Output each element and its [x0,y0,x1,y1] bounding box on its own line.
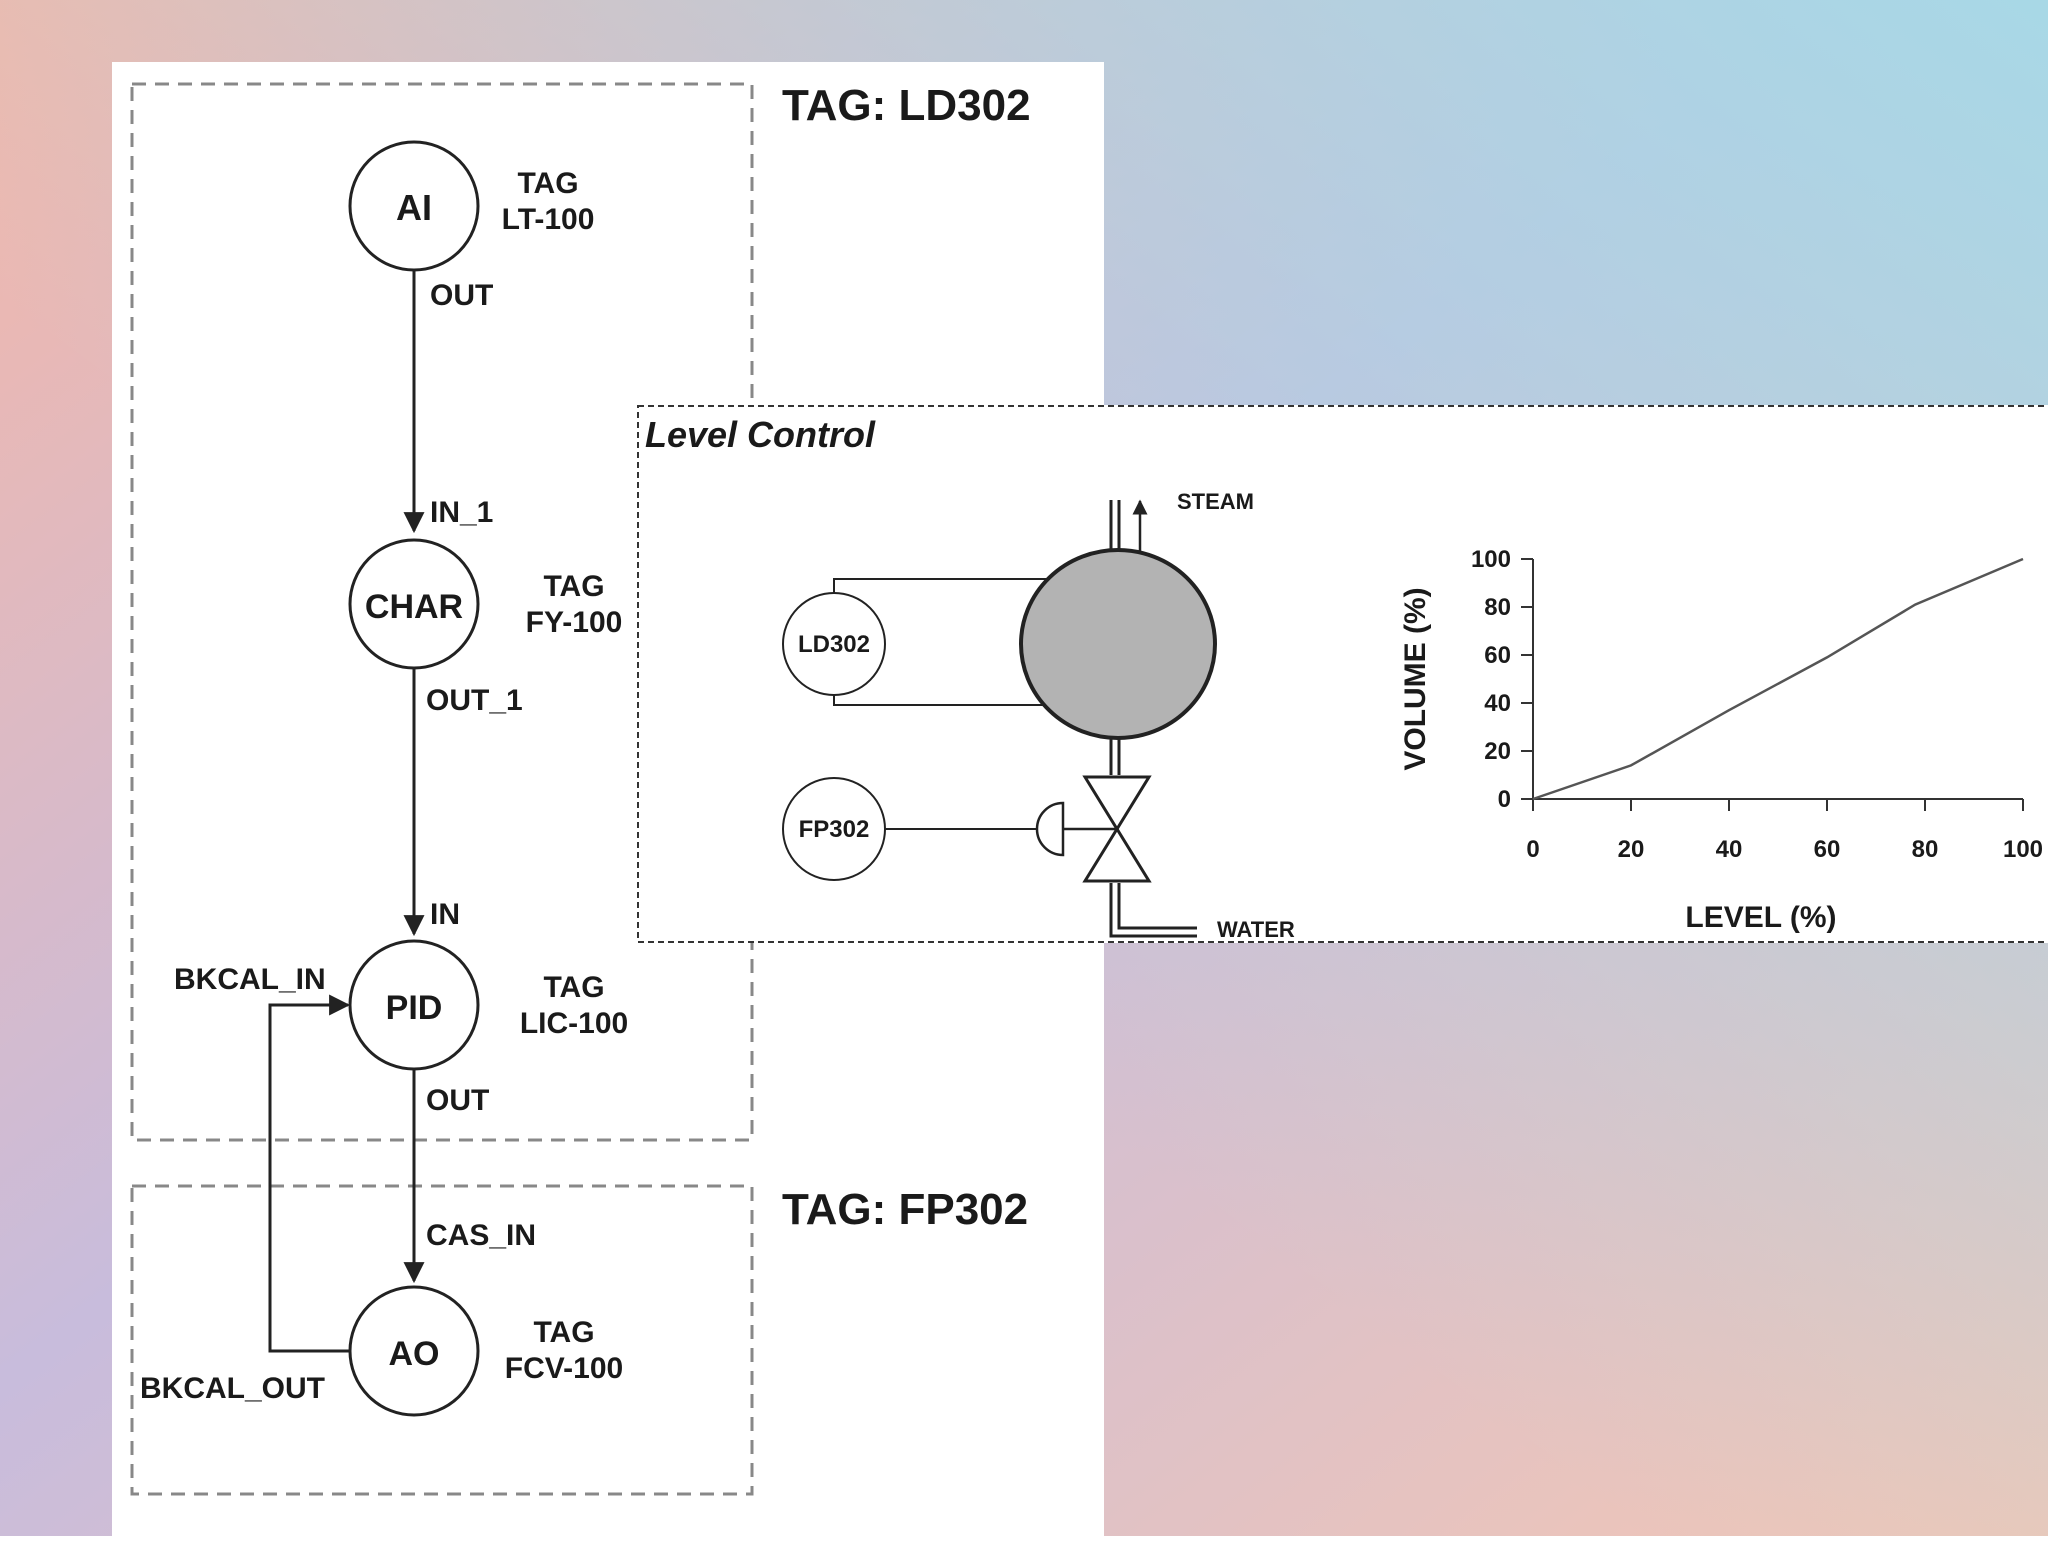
char-block-label: CHAR [365,588,463,626]
y-tick-label: 20 [1484,738,1511,765]
level-control-panel: Level Control STEAM LD302 WATER FP302 0 2… [637,405,2048,943]
x-tick-label: 60 [1814,836,1841,863]
fp302-header: TAG: FP302 [782,1185,1028,1234]
level-control-diagram: Level Control STEAM LD302 WATER FP302 0 2… [637,405,2048,943]
fp302-device-boundary [130,1184,754,1496]
pid-tag-value: LIC-100 [520,1007,628,1040]
x-tick-label: 20 [1618,836,1645,863]
pid-in-port: IN [430,898,460,931]
y-tick-label: 60 [1484,642,1511,669]
ai-block-label: AI [396,187,432,228]
fp302-positioner-label: FP302 [799,816,870,843]
function-block-diagram: TAG: LD302 TAG: FP302 AI TAG LT-100 OUT … [130,81,1031,1496]
x-axis-label: LEVEL (%) [1685,901,1836,934]
y-tick-label: 100 [1471,546,1511,573]
ai-tag-label: TAG [517,167,578,200]
pid-block-label: PID [386,989,443,1027]
y-axis-label: VOLUME (%) [1399,587,1432,770]
x-tick-label: 40 [1716,836,1743,863]
ld302-device-boundary [130,82,754,1142]
char-tag-label: TAG [543,570,604,603]
x-tick-label: 0 [1526,836,1539,863]
ld302-transmitter[interactable]: LD302 [782,592,886,696]
char-in-port: IN_1 [430,496,493,529]
pid-bkcal-in-port: BKCAL_IN [174,963,326,996]
ao-cas-in-port: CAS_IN [426,1219,536,1252]
drum-vessel[interactable] [1019,548,1217,740]
level-control-title: Level Control [645,414,876,455]
volume-level-chart: 0 20 40 60 80 100 0 20 40 60 80 100 VOLUME (%) LEV… [1399,546,2043,934]
ao-bkcal-out-port: BKCAL_OUT [140,1372,325,1405]
water-label: WATER [1217,917,1295,942]
y-tick-label: 80 [1484,594,1511,621]
level-control-boundary [637,405,2048,943]
fp302-positioner[interactable]: FP302 [782,777,886,881]
volume-curve [1532,557,2024,801]
char-block[interactable]: CHAR [348,538,480,670]
y-tick-label: 0 [1498,786,1511,813]
valve-actuator[interactable] [1035,801,1117,857]
control-valve[interactable] [1082,775,1152,883]
bkcal-feedback-connector [268,994,351,1353]
pid-block[interactable]: PID [348,939,480,1071]
ld302-transmitter-label: LD302 [798,631,870,658]
char-out-port: OUT_1 [426,684,523,717]
ld302-header: TAG: LD302 [782,81,1031,130]
ao-tag-value: FCV-100 [505,1352,623,1385]
y-tick-label: 40 [1484,690,1511,717]
feed-pipe-outer [1109,883,1197,938]
char-tag-value: FY-100 [526,606,623,639]
x-tick-label: 100 [2003,836,2043,863]
ai-block[interactable]: AI [348,140,480,272]
x-tick-label: 80 [1912,836,1939,863]
ao-block[interactable]: AO [348,1285,480,1417]
ao-tag-label: TAG [533,1316,594,1349]
pid-out-port: OUT [426,1084,489,1117]
ao-block-label: AO [389,1335,440,1373]
ai-tag-value: LT-100 [502,203,595,236]
feed-pipe-inner [1117,883,1197,930]
steam-label: STEAM [1177,489,1254,514]
pid-tag-label: TAG [543,971,604,1004]
ai-out-port: OUT [430,279,493,312]
